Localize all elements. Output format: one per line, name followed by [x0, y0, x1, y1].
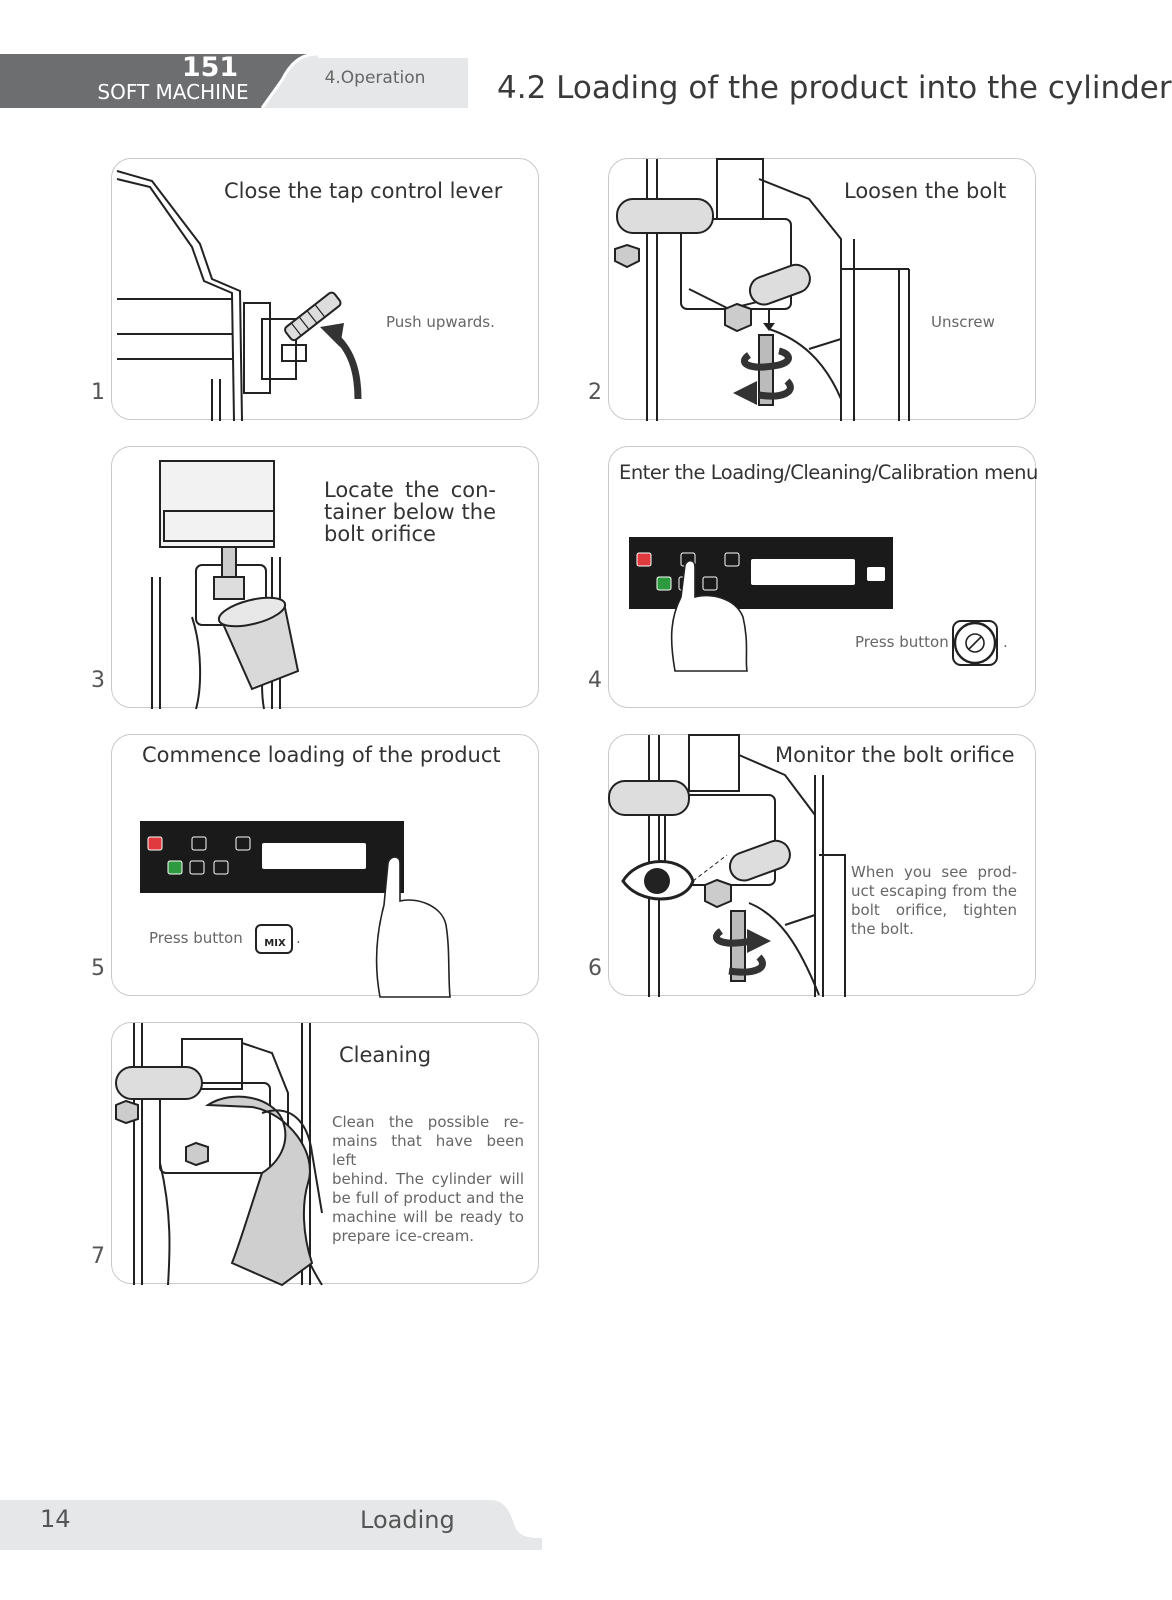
loosen-bolt-illustration — [614, 158, 910, 421]
step-note: Push upwards. — [386, 313, 495, 331]
mix-button-label: MIX — [264, 938, 286, 949]
step-panel-2: Loosen the bolt Unscrew — [608, 158, 1036, 421]
chapter-label: 4.Operation — [324, 68, 426, 88]
step-panel-4: Enter the Loading/Cleaning/Calibration m… — [608, 446, 1038, 708]
step-note: Unscrew — [931, 313, 995, 331]
step-title: Enter the Loading/Cleaning/Calibration m… — [619, 461, 1038, 484]
step-title: Monitor the bolt orifice — [775, 743, 1015, 767]
step-note-end: . — [296, 929, 301, 947]
page-number: 14 — [40, 1505, 71, 1533]
mix-panel-illustration — [140, 821, 451, 998]
step-note: Clean the possible re- mains that have b… — [332, 1113, 524, 1245]
step-title: Cleaning — [339, 1043, 432, 1067]
step-number: 2 — [588, 380, 602, 405]
model-name: SOFT MACHINE — [97, 80, 249, 104]
step-panel-7: Cleaning Clean the possible re- mains th… — [111, 1022, 539, 1287]
page-title: 4.2 Loading of the product into the cyli… — [497, 70, 1172, 106]
step-panel-6: Monitor the bolt orifice When you see pr… — [608, 734, 1036, 997]
container-illustration — [151, 460, 300, 710]
cleaning-illustration — [115, 1023, 323, 1287]
model-number: 151 — [181, 52, 239, 83]
step-title: Locate the con- tainer below the bolt or… — [324, 478, 496, 546]
step-note: Press button — [855, 633, 949, 651]
step-title: Loosen the bolt — [844, 179, 1007, 203]
footer-section-name: Loading — [360, 1506, 455, 1534]
header-band — [0, 52, 468, 109]
monitor-orifice-illustration — [608, 734, 846, 997]
step-note-end: . — [1003, 633, 1008, 651]
step-number: 4 — [588, 668, 602, 693]
step-title: Close the tap control lever — [224, 179, 503, 203]
step-note: When you see prod- uct escaping from the… — [851, 863, 1017, 938]
step-panel-3: Locate the con- tainer below the bolt or… — [111, 446, 539, 710]
footer-band — [0, 1500, 542, 1550]
tap-lever-illustration — [116, 170, 362, 422]
step-note: Press button — [149, 929, 243, 947]
step-number: 7 — [91, 1244, 105, 1269]
step-number: 1 — [91, 380, 105, 405]
step-panel-1: Close the tap control lever Push upwards… — [111, 158, 539, 422]
step-number: 5 — [91, 956, 105, 981]
step-number: 6 — [588, 956, 602, 981]
step-panel-5: Commence loading of the product Press bu… — [111, 734, 539, 998]
step-number: 3 — [91, 668, 105, 693]
control-panel-illustration — [629, 537, 998, 672]
step-title: Commence loading of the product — [142, 743, 501, 767]
